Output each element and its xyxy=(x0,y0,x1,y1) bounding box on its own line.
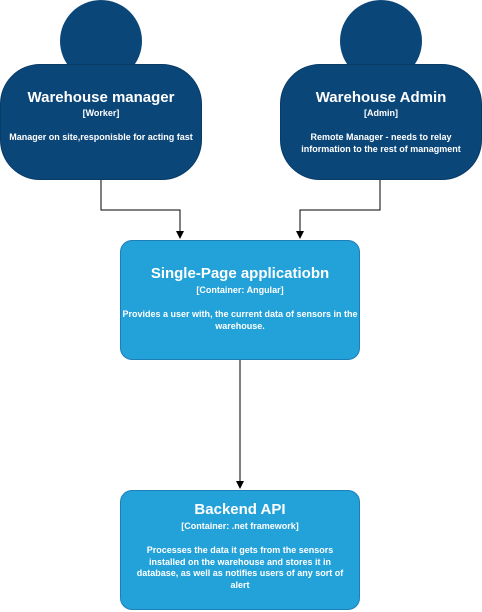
api-title: Backend API xyxy=(194,501,286,518)
edge-manager-to-spa xyxy=(100,180,184,239)
api-description: Processes the data it gets from the sens… xyxy=(136,545,344,591)
spa-description: Provides a user with, the current data o… xyxy=(122,309,358,331)
spa-subtitle: [Container: Angular] xyxy=(196,285,284,295)
manager-person-node[interactable]: Warehouse manager [Worker] Manager on si… xyxy=(0,64,202,180)
admin-subtitle: [Admin] xyxy=(364,108,398,118)
spa-container-node[interactable]: Single-Page applicatiobn [Container: Ang… xyxy=(120,240,360,360)
manager-description: Manager on site,responisble for acting f… xyxy=(9,132,193,142)
admin-title: Warehouse Admin xyxy=(315,89,447,106)
spa-title: Single-Page applicatiobn xyxy=(150,265,330,282)
api-container-node[interactable]: Backend API [Container: .net framework] … xyxy=(120,490,360,610)
api-subtitle: [Container: .net framework] xyxy=(181,521,299,531)
manager-title: Warehouse manager xyxy=(27,89,175,106)
manager-subtitle: [Worker] xyxy=(82,108,120,118)
admin-person-node[interactable]: Warehouse Admin [Admin] Remote Manager -… xyxy=(280,64,482,180)
edge-admin-to-spa xyxy=(296,180,381,239)
admin-description: Remote Manager - needs to relay informat… xyxy=(301,132,461,154)
